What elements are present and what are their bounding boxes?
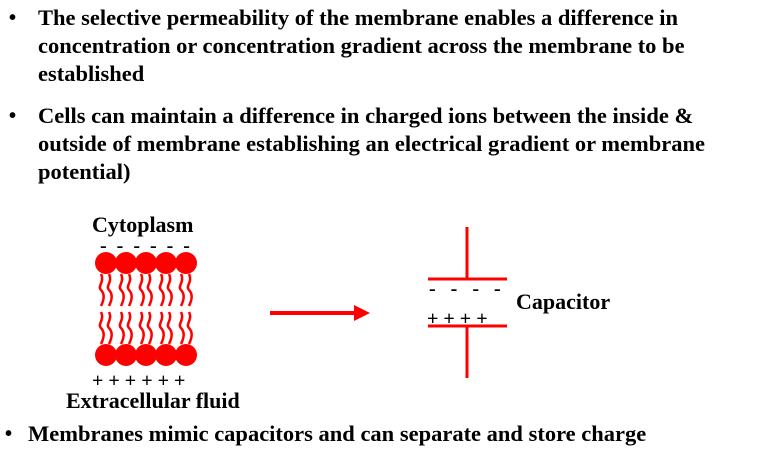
lipid-head bbox=[135, 252, 157, 274]
lipid-tail bbox=[178, 273, 185, 307]
arrow-right-icon bbox=[270, 305, 370, 321]
lipid-tail bbox=[158, 273, 165, 307]
lipid-tail bbox=[138, 273, 145, 307]
lipid-tail bbox=[138, 311, 145, 345]
bullet-marker: • bbox=[5, 423, 13, 445]
bullet-text: The selective permeability of the membra… bbox=[38, 5, 685, 86]
capacitor-symbol-icon bbox=[428, 227, 507, 378]
bullet-marker: • bbox=[9, 105, 17, 127]
lipid-tail bbox=[98, 273, 105, 307]
membrane-negative-charges: - - - - - - bbox=[100, 235, 190, 257]
cytoplasm-label: Cytoplasm bbox=[92, 212, 193, 237]
lipid-head bbox=[155, 252, 177, 274]
lipid-head bbox=[115, 252, 137, 274]
lipid-head bbox=[95, 344, 117, 366]
capacitor-positive-charges: + + + + bbox=[427, 308, 488, 330]
lipid-tail bbox=[178, 311, 185, 345]
lipid-head bbox=[155, 344, 177, 366]
lipid-bilayer bbox=[95, 252, 197, 366]
lipid-tail bbox=[166, 311, 173, 345]
bullet-marker: • bbox=[9, 7, 17, 29]
lipid-tail bbox=[146, 273, 153, 307]
lipid-tail bbox=[126, 273, 133, 307]
lipid-tail bbox=[158, 311, 165, 345]
lipid-tail bbox=[126, 311, 133, 345]
lipid-head bbox=[115, 344, 137, 366]
lipid-tail bbox=[186, 273, 193, 307]
lipid-tail bbox=[106, 311, 113, 345]
lipid-head bbox=[135, 344, 157, 366]
lipid-tail bbox=[118, 311, 125, 345]
lipid-tail bbox=[118, 273, 125, 307]
lipid-head bbox=[175, 344, 197, 366]
lipid-tail bbox=[146, 311, 153, 345]
bullet-text: Cells can maintain a difference in charg… bbox=[38, 103, 706, 184]
lipid-tail bbox=[166, 273, 173, 307]
lipid-tail bbox=[98, 311, 105, 345]
extracellular-fluid-label: Extracellular fluid bbox=[66, 388, 240, 413]
membrane-positive-charges: + + + + + + bbox=[92, 370, 185, 392]
lipid-head bbox=[95, 252, 117, 274]
lipid-tail bbox=[106, 273, 113, 307]
lipid-head bbox=[175, 252, 197, 274]
bullet-text: Membranes mimic capacitors and can separ… bbox=[28, 421, 647, 446]
lipid-tail bbox=[186, 311, 193, 345]
capacitor-negative-charges: - - - - bbox=[429, 278, 501, 300]
capacitor-label: Capacitor bbox=[516, 289, 610, 314]
